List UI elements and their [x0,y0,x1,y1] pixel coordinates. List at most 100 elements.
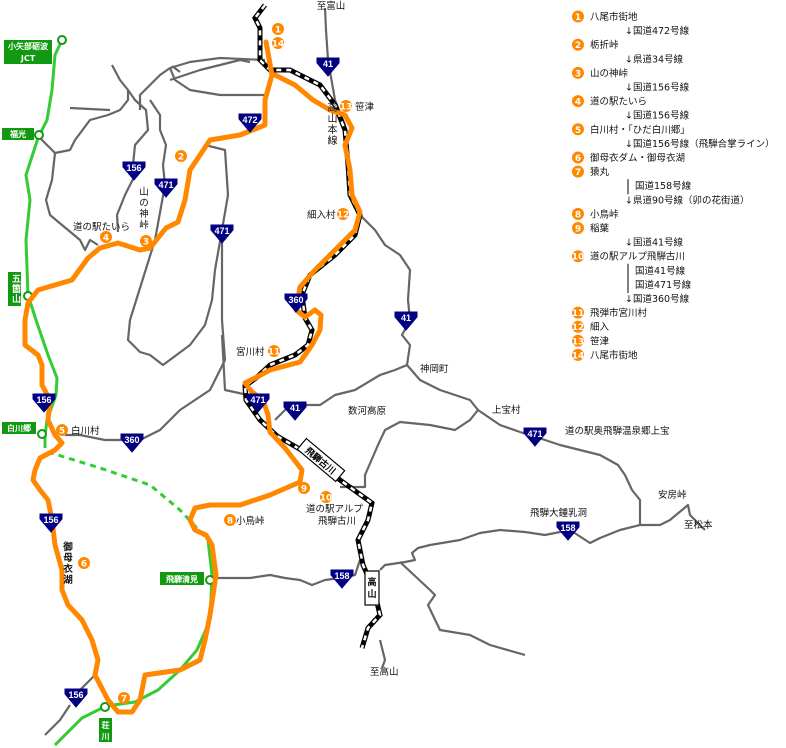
route-shield-158: 158 [556,521,580,541]
number-badge [572,10,584,23]
route-point-9[interactable]: 9 [298,482,310,495]
route-point-1[interactable]: 1 [272,23,284,36]
number-badge [572,95,584,108]
shield-number: 41 [323,59,333,69]
map-label: 道の駅アルプ [306,503,363,515]
route-point-3[interactable]: 3 [140,235,152,248]
number-badge [572,250,584,263]
route-shield-471: 471 [246,393,270,413]
roads-layer [37,7,706,736]
svg-text:衣: 衣 [63,563,73,575]
number-badge [572,207,584,220]
legend-road: ↓国道156号線 [625,110,690,122]
route-point-5[interactable]: 5 [56,424,68,437]
route-point-7[interactable]: 7 [118,692,130,705]
route-point-6[interactable]: 6 [78,557,90,570]
shield-icon [154,178,178,198]
svg-text:1: 1 [575,13,581,23]
svg-text:神: 神 [139,208,149,220]
svg-text:峠: 峠 [139,219,149,231]
svg-text:8: 8 [575,210,581,220]
shield-icon [556,521,580,541]
svg-text:7: 7 [121,695,127,705]
legend-road: 国道158号線 [635,180,692,192]
shield-number: 156 [43,515,58,525]
shield-number: 471 [250,395,265,405]
svg-text:11: 11 [268,348,281,358]
svg-text:3: 3 [575,69,581,79]
map-label: 飛騨大鍾乳洞 [530,507,587,519]
ic-label: 小矢部砺波 [4,40,52,52]
number-badge [572,348,584,361]
legend-place: 笹津 [590,335,610,347]
svg-text:小矢部砺波: 小矢部砺波 [7,41,49,51]
route-point-10[interactable]: 10 [320,491,333,504]
svg-text:荘: 荘 [102,720,110,730]
route-point-13[interactable]: 13 [340,100,353,113]
shield-number: 41 [290,403,300,413]
shield-number: 471 [527,429,542,439]
shield-icon [330,569,354,589]
map-label: 至松本 [684,519,713,531]
legend-place: 稲葉 [590,223,610,235]
legend-place: 栃折峠 [590,39,619,51]
svg-text:湖: 湖 [63,574,73,586]
ic-marker [37,429,47,439]
expressway-tokai-hokuriku-south [53,539,214,747]
svg-text:1: 1 [275,26,281,36]
shield-icon [64,688,88,708]
svg-text:飛騨清見: 飛騨清見 [165,574,198,584]
svg-text:5: 5 [59,427,65,437]
svg-text:白川郷: 白川郷 [7,423,31,433]
road [220,334,249,397]
route-point-12[interactable]: 12 [337,208,350,221]
road [406,364,706,531]
svg-text:母: 母 [63,553,73,564]
svg-text:6: 6 [575,154,581,164]
route-shield-41: 41 [283,401,307,421]
svg-text:4: 4 [103,234,109,244]
route-point-4[interactable]: 4 [100,231,112,244]
svg-text:14: 14 [272,40,285,50]
shield-icon [39,513,63,533]
shield-icon [32,393,56,413]
number-badge [572,151,584,164]
route-shield-471: 471 [523,427,547,447]
drive-route [22,39,363,715]
number-badge [572,66,584,79]
route-shield-472: 472 [238,113,262,133]
route-point-2[interactable]: 2 [175,150,187,163]
shield-number: 472 [242,115,257,125]
route-point-11[interactable]: 11 [268,345,281,358]
shield-number: 360 [124,435,139,445]
route-point-8[interactable]: 8 [224,514,236,527]
legend-place: 八尾市街地 [590,11,638,23]
map-label: 山の神峠 [139,187,149,231]
route-shield-41: 41 [316,57,340,77]
ic-marker [57,35,67,45]
station-hida-furukawa: 飛騨古川 [296,437,346,483]
svg-text:御: 御 [62,541,73,553]
svg-text:JCT: JCT [20,54,36,63]
svg-text:2: 2 [178,153,184,163]
shield-number: 471 [158,180,173,190]
road [378,639,387,669]
takayama-line-label: 高山本線 [325,102,336,146]
ic-marker [100,702,110,712]
road [37,64,130,155]
svg-text:6: 6 [81,560,87,570]
road [69,106,111,112]
route-shield-360: 360 [284,293,308,313]
map-label: 至高山 [370,666,399,678]
rail-dash [243,4,382,649]
shield-number: 360 [288,295,303,305]
route-shield-156: 156 [39,513,63,533]
shield-icon [238,113,262,133]
route-point-14[interactable]: 14 [272,37,285,50]
svg-text:13: 13 [340,103,353,113]
